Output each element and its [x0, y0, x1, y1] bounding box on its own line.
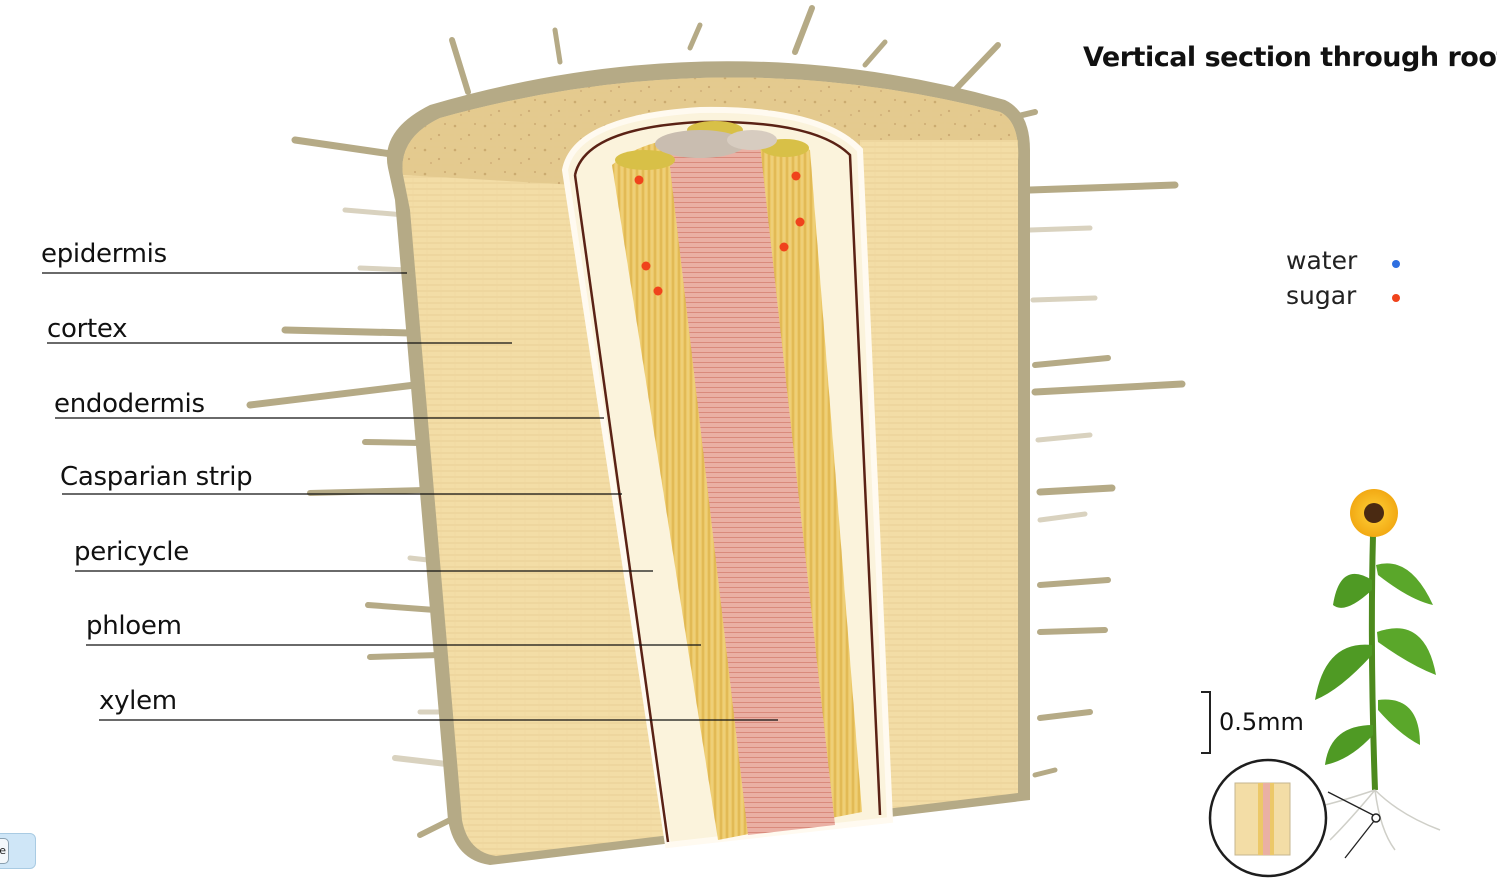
sugar-dot	[795, 217, 805, 227]
sugar-dot	[641, 261, 651, 271]
diagram-title: Vertical section through root	[1083, 42, 1497, 73]
scale-bar-label: 0.5mm	[1219, 708, 1304, 736]
legend-sugar-label: sugar	[1286, 281, 1357, 310]
label-cortex: cortex	[47, 314, 128, 344]
label-leader-lines	[42, 272, 778, 721]
sugar-dots	[634, 171, 805, 296]
label-endodermis: endodermis	[54, 389, 205, 419]
sugar-dot	[634, 175, 644, 185]
root-hairs	[246, 5, 1186, 838]
home-button[interactable]: me	[0, 833, 36, 869]
label-epidermis: epidermis	[41, 239, 167, 269]
xylem-core	[668, 137, 835, 836]
water-legend-dot	[1392, 260, 1400, 268]
sugar-dot	[779, 242, 789, 252]
sugar-legend-dot	[1392, 294, 1400, 302]
label-casparian-strip: Casparian strip	[60, 462, 253, 492]
home-button-label: me	[0, 838, 9, 864]
casparian-line	[573, 120, 882, 816]
label-phloem: phloem	[86, 611, 182, 641]
vascular-bundles-top	[615, 121, 809, 170]
scale-bracket	[1201, 691, 1211, 754]
sunflower-illustration	[1315, 489, 1441, 859]
magnifier-inset	[1208, 758, 1328, 878]
legend-water-label: water	[1286, 246, 1358, 275]
sugar-dot	[653, 286, 663, 296]
sugar-dot	[791, 171, 801, 181]
label-pericycle: pericycle	[74, 537, 189, 567]
label-xylem: xylem	[99, 686, 177, 716]
